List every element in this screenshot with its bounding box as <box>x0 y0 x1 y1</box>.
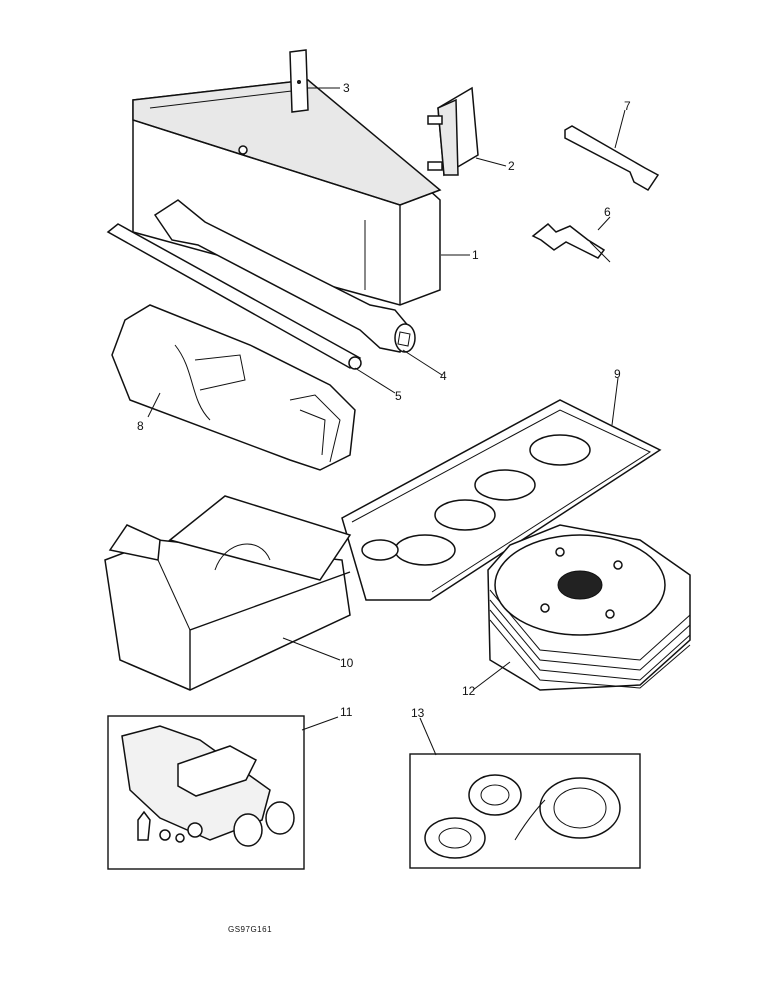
callout-9: 9 <box>614 367 621 381</box>
callout-8: 8 <box>137 419 144 433</box>
t-wrench-part-6 <box>531 222 611 263</box>
carton-part-10 <box>104 495 352 691</box>
callout-2: 2 <box>508 159 515 173</box>
tool-roll-part-8 <box>111 304 356 471</box>
callout-13: 13 <box>411 706 425 720</box>
gasket-kit-part-11 <box>107 715 305 870</box>
leader-lines <box>147 87 626 756</box>
callout-11: 11 <box>340 705 353 719</box>
callout-5: 5 <box>395 389 402 403</box>
callout-6: 6 <box>604 205 611 219</box>
clutch-plates-part-12 <box>487 524 691 691</box>
callout-12: 12 <box>462 684 476 698</box>
callout-1: 1 <box>472 248 479 262</box>
drawing-code: GS97G161 <box>228 925 272 934</box>
bar-part-5 <box>106 223 362 370</box>
hex-key-part-7 <box>564 125 660 191</box>
callout-7: 7 <box>624 99 631 113</box>
socket-wrench-part-4 <box>153 199 416 353</box>
plate-part-3 <box>289 49 309 113</box>
bracket-part-2 <box>427 86 479 177</box>
gasket-set-part-9 <box>341 399 662 601</box>
callout-10: 10 <box>340 656 354 670</box>
seal-kit-part-13 <box>409 753 641 869</box>
callout-4: 4 <box>440 369 447 383</box>
callout-3: 3 <box>343 81 350 95</box>
